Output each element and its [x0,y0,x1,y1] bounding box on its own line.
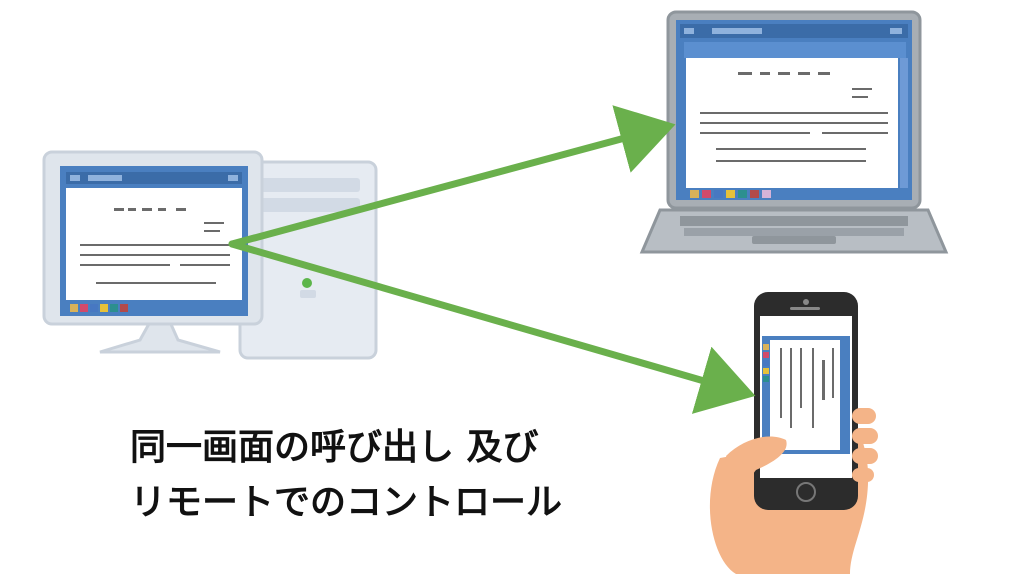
caption-line-2: リモートでのコントロール [130,482,563,523]
color-palette [763,344,769,382]
arrow-icon [228,240,756,414]
desktop-computer-icon [42,150,378,360]
color-palette [70,304,128,312]
laptop-screen [676,20,912,200]
laptop-icon [639,10,949,254]
power-led-icon [302,278,312,288]
caption-line-1: 同一画面の呼び出し 及び [130,427,539,468]
smartphone-in-hand-icon [709,292,878,574]
arrow-icon [228,105,676,248]
desktop-screen [60,166,248,316]
color-palette [690,190,771,198]
